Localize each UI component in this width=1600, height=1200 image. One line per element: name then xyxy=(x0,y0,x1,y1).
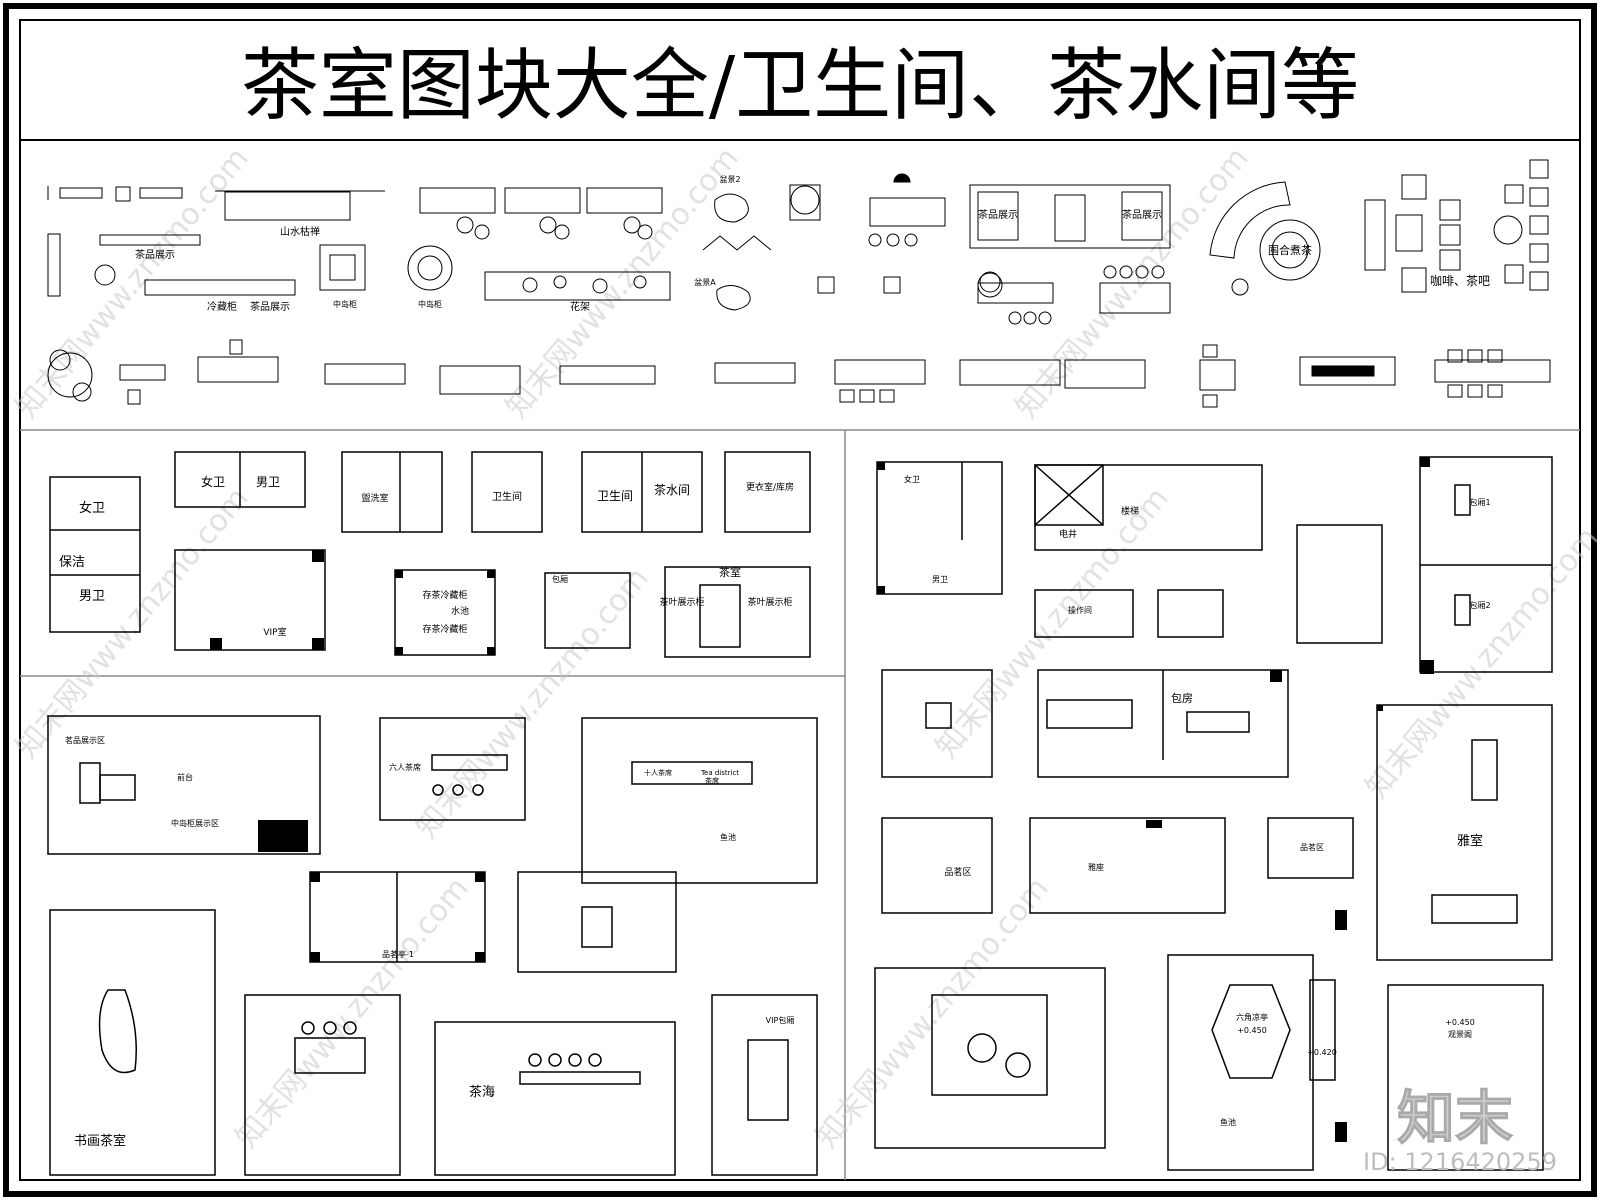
label-yuchi: 鱼池 xyxy=(720,832,736,842)
label-chapin-box2: 茶品展示 xyxy=(1122,208,1162,221)
label-chashuijian: 茶水间 xyxy=(654,482,690,497)
label-liurenchaxi: 六人茶席 xyxy=(389,762,421,772)
label-yashi: 雅室 xyxy=(1457,833,1483,849)
label-chapin1: 茶品展示 xyxy=(135,248,175,261)
label-elev1: +0.450 xyxy=(1237,1026,1267,1035)
label-baojian: 包厢 xyxy=(552,574,568,584)
label-cunchaleng1: 存茶冷藏柜 xyxy=(422,589,467,601)
label-liujiao: 六角凉亭 xyxy=(1236,1012,1268,1022)
watermark-text: 知末网www.znzmo.com xyxy=(9,481,255,765)
label-huajia: 花架 xyxy=(570,300,590,313)
label-nvwei2: 女卫 xyxy=(201,474,225,489)
plans-lower-left xyxy=(47,715,818,1176)
watermark-text: 知末网www.znzmo.com xyxy=(9,141,255,425)
outer-frame xyxy=(3,3,1597,1197)
label-caozuojian: 操作间 xyxy=(1068,605,1092,615)
label-chahai: 茶海 xyxy=(469,1084,495,1100)
right-fills xyxy=(877,457,1434,1142)
label-pinming2: 品茗区 xyxy=(1300,842,1324,852)
label-kafei: 咖啡、茶吧 xyxy=(1430,273,1490,288)
label-guxi: 盥洗室 xyxy=(361,492,388,504)
label-weishengjian2: 卫生间 xyxy=(597,489,633,503)
label-nvwei3: 女卫 xyxy=(904,474,920,484)
label-weihe: 围合煮茶 xyxy=(1268,243,1312,257)
label-bonsai2: 盆景2 xyxy=(719,174,740,184)
label-qiantai: 前台 xyxy=(177,772,193,782)
label-chaxi: 茶席 xyxy=(705,776,719,785)
label-gengyi: 更衣室/库房 xyxy=(746,481,794,493)
label-pinming-zhanshi: 茗品展示区 xyxy=(65,735,105,745)
label-shirencha: 十人茶席 xyxy=(644,768,672,777)
wall-fills xyxy=(210,550,495,655)
label-shanshui: 山水枯禅 xyxy=(280,225,320,238)
plant-symbols xyxy=(47,185,1523,402)
inner-frame xyxy=(19,19,1581,1181)
plans-right xyxy=(874,456,1553,1171)
label-lengcang: 冷藏柜 xyxy=(207,300,237,313)
watermark-text: 知末网www.znzmo.com xyxy=(229,871,475,1155)
label-tea-district: Tea district xyxy=(700,769,739,777)
label-vip: VIP室 xyxy=(263,626,286,638)
label-pinmingting: 品茗亭-1 xyxy=(382,949,414,959)
furniture-blocks xyxy=(47,159,1551,408)
label-guanjing: 观景阁 xyxy=(1448,1029,1472,1039)
label-nanwei: 男卫 xyxy=(79,589,105,604)
label-chashi: 茶室 xyxy=(719,565,741,579)
label-shuichi: 水池 xyxy=(451,605,469,617)
label-zhongyang: 中岛柜展示区 xyxy=(171,818,219,828)
label-vip-baojian: VIP包厢 xyxy=(766,1015,795,1025)
label-chaye-l: 茶叶展示柜 xyxy=(659,596,704,608)
label-nanwei2: 男卫 xyxy=(256,475,280,489)
watermark-text: 知末网www.znzmo.com xyxy=(1359,521,1600,805)
label-elev3: +0.450 xyxy=(1445,1018,1475,1027)
label-cunchaleng2: 存茶冷藏柜 xyxy=(422,623,467,635)
label-baofang3: 包房 xyxy=(1171,692,1193,705)
label-chapin-box1: 茶品展示 xyxy=(978,208,1018,221)
label-zhongdao2: 中岛柜 xyxy=(418,299,442,309)
label-bonsai-small: 盆景A xyxy=(694,277,716,287)
label-nvwei: 女卫 xyxy=(79,500,105,516)
label-baofang2: 包厢2 xyxy=(1469,600,1490,610)
column-fills-lower-left xyxy=(258,820,485,962)
brand-logo: 知末 xyxy=(1397,1084,1513,1152)
watermark-text: 知末网www.znzmo.com xyxy=(409,561,655,845)
image-id-label: ID: 1216420259 xyxy=(1363,1148,1557,1176)
label-louti: 楼梯 xyxy=(1121,505,1139,517)
plans-middle-left xyxy=(49,451,811,658)
label-zhongdao1: 中岛柜 xyxy=(333,299,357,309)
label-baojie: 保洁 xyxy=(59,555,85,570)
label-pinming-qu: 品茗区 xyxy=(944,867,971,878)
label-chapin2: 茶品展示 xyxy=(250,300,290,313)
label-diantai: 电井 xyxy=(1059,528,1077,540)
watermark-layer: 知末网www.znzmo.com 知末网www.znzmo.com 知末网www… xyxy=(9,141,1600,1155)
watermark-text: 知末网www.znzmo.com xyxy=(929,481,1175,765)
label-shuhua: 书画茶室 xyxy=(74,1133,126,1149)
label-xiuxi: 雅座 xyxy=(1088,862,1104,872)
label-elev2: +0.420 xyxy=(1307,1048,1337,1057)
label-baofang1: 包厢1 xyxy=(1469,497,1490,507)
label-chaye-r: 茶叶展示柜 xyxy=(747,596,792,608)
label-yuchi2: 鱼池 xyxy=(1220,1117,1236,1127)
label-nanwei3: 男卫 xyxy=(932,575,948,584)
sheet-title: 茶室图块大全/卫生间、茶水间等 xyxy=(241,41,1359,131)
label-weishengjian1: 卫生间 xyxy=(492,490,522,503)
